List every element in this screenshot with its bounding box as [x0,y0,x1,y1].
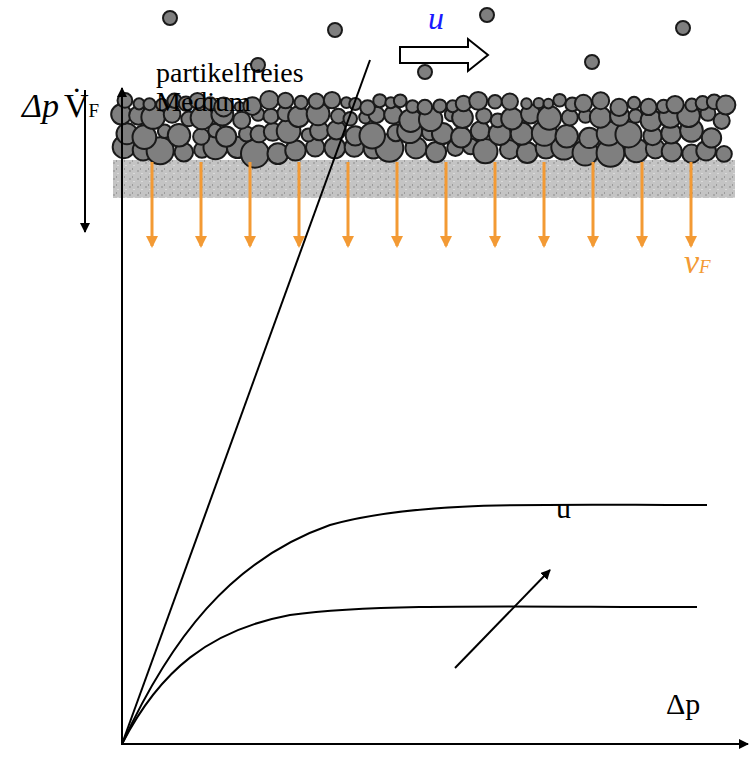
particle [373,94,386,107]
trend-label: u [556,492,571,524]
filtrate-arrow [298,162,301,246]
filtrate-arrow [543,162,546,246]
trend-arrow [455,570,550,668]
particle [168,124,190,146]
flow-arrow [400,39,488,71]
particle [544,99,554,109]
filtrate-arrow [445,162,448,246]
particle [534,98,544,108]
particle [451,127,471,147]
filtrate-arrow [249,162,252,246]
filtrate-arrow [494,162,497,246]
clean-medium-line [122,60,370,744]
filtrate-arrow [690,162,693,246]
particle [502,93,518,109]
particle [144,98,156,110]
particle [480,8,494,22]
particle [241,140,269,168]
particle [295,96,308,109]
particle [394,94,407,107]
y-axis [121,88,123,744]
particle [521,98,532,109]
particle [628,97,640,109]
particle [538,106,562,130]
particle [592,92,609,109]
filtrate-velocity-label: vF [684,244,711,280]
particle [309,93,324,108]
particle [260,91,278,109]
filtrate-arrow [200,162,203,246]
pressure-label: Δp [22,88,59,124]
particle [676,21,690,35]
particle [716,146,732,162]
particle [662,141,682,161]
filtrate-arrow [396,162,399,246]
particle [433,99,446,112]
particle [263,109,278,124]
particle [324,92,340,108]
curve-high-u [122,505,707,744]
curve-low-u [122,606,697,744]
x-axis [121,743,748,745]
particle [702,128,721,147]
particle [278,93,294,109]
particle [666,96,683,113]
particle [610,99,627,116]
particle [488,95,502,109]
filtrate-arrows [152,162,691,246]
particle [555,125,577,147]
filtrate-arrow [347,162,350,246]
particle [471,122,490,141]
particle [418,65,432,79]
y-axis-label: V̇F [64,88,99,124]
particle [585,55,599,69]
filtrate-arrow [641,162,644,246]
filtrate-arrow [592,162,595,246]
particle [553,94,566,107]
particle [216,127,236,147]
particle [716,95,735,114]
filtrate-arrow [151,162,154,246]
particle [328,23,342,37]
particle [163,11,177,25]
particle [360,123,385,148]
particle [469,92,487,110]
particle [193,129,209,145]
particle [501,108,522,129]
particle [418,100,433,115]
x-axis-label: Δp [666,688,700,720]
line-label: partikelfreies Medium [156,58,336,117]
velocity-label: u [428,2,444,36]
particle [118,93,133,108]
particle [640,99,656,115]
particle [575,95,592,112]
